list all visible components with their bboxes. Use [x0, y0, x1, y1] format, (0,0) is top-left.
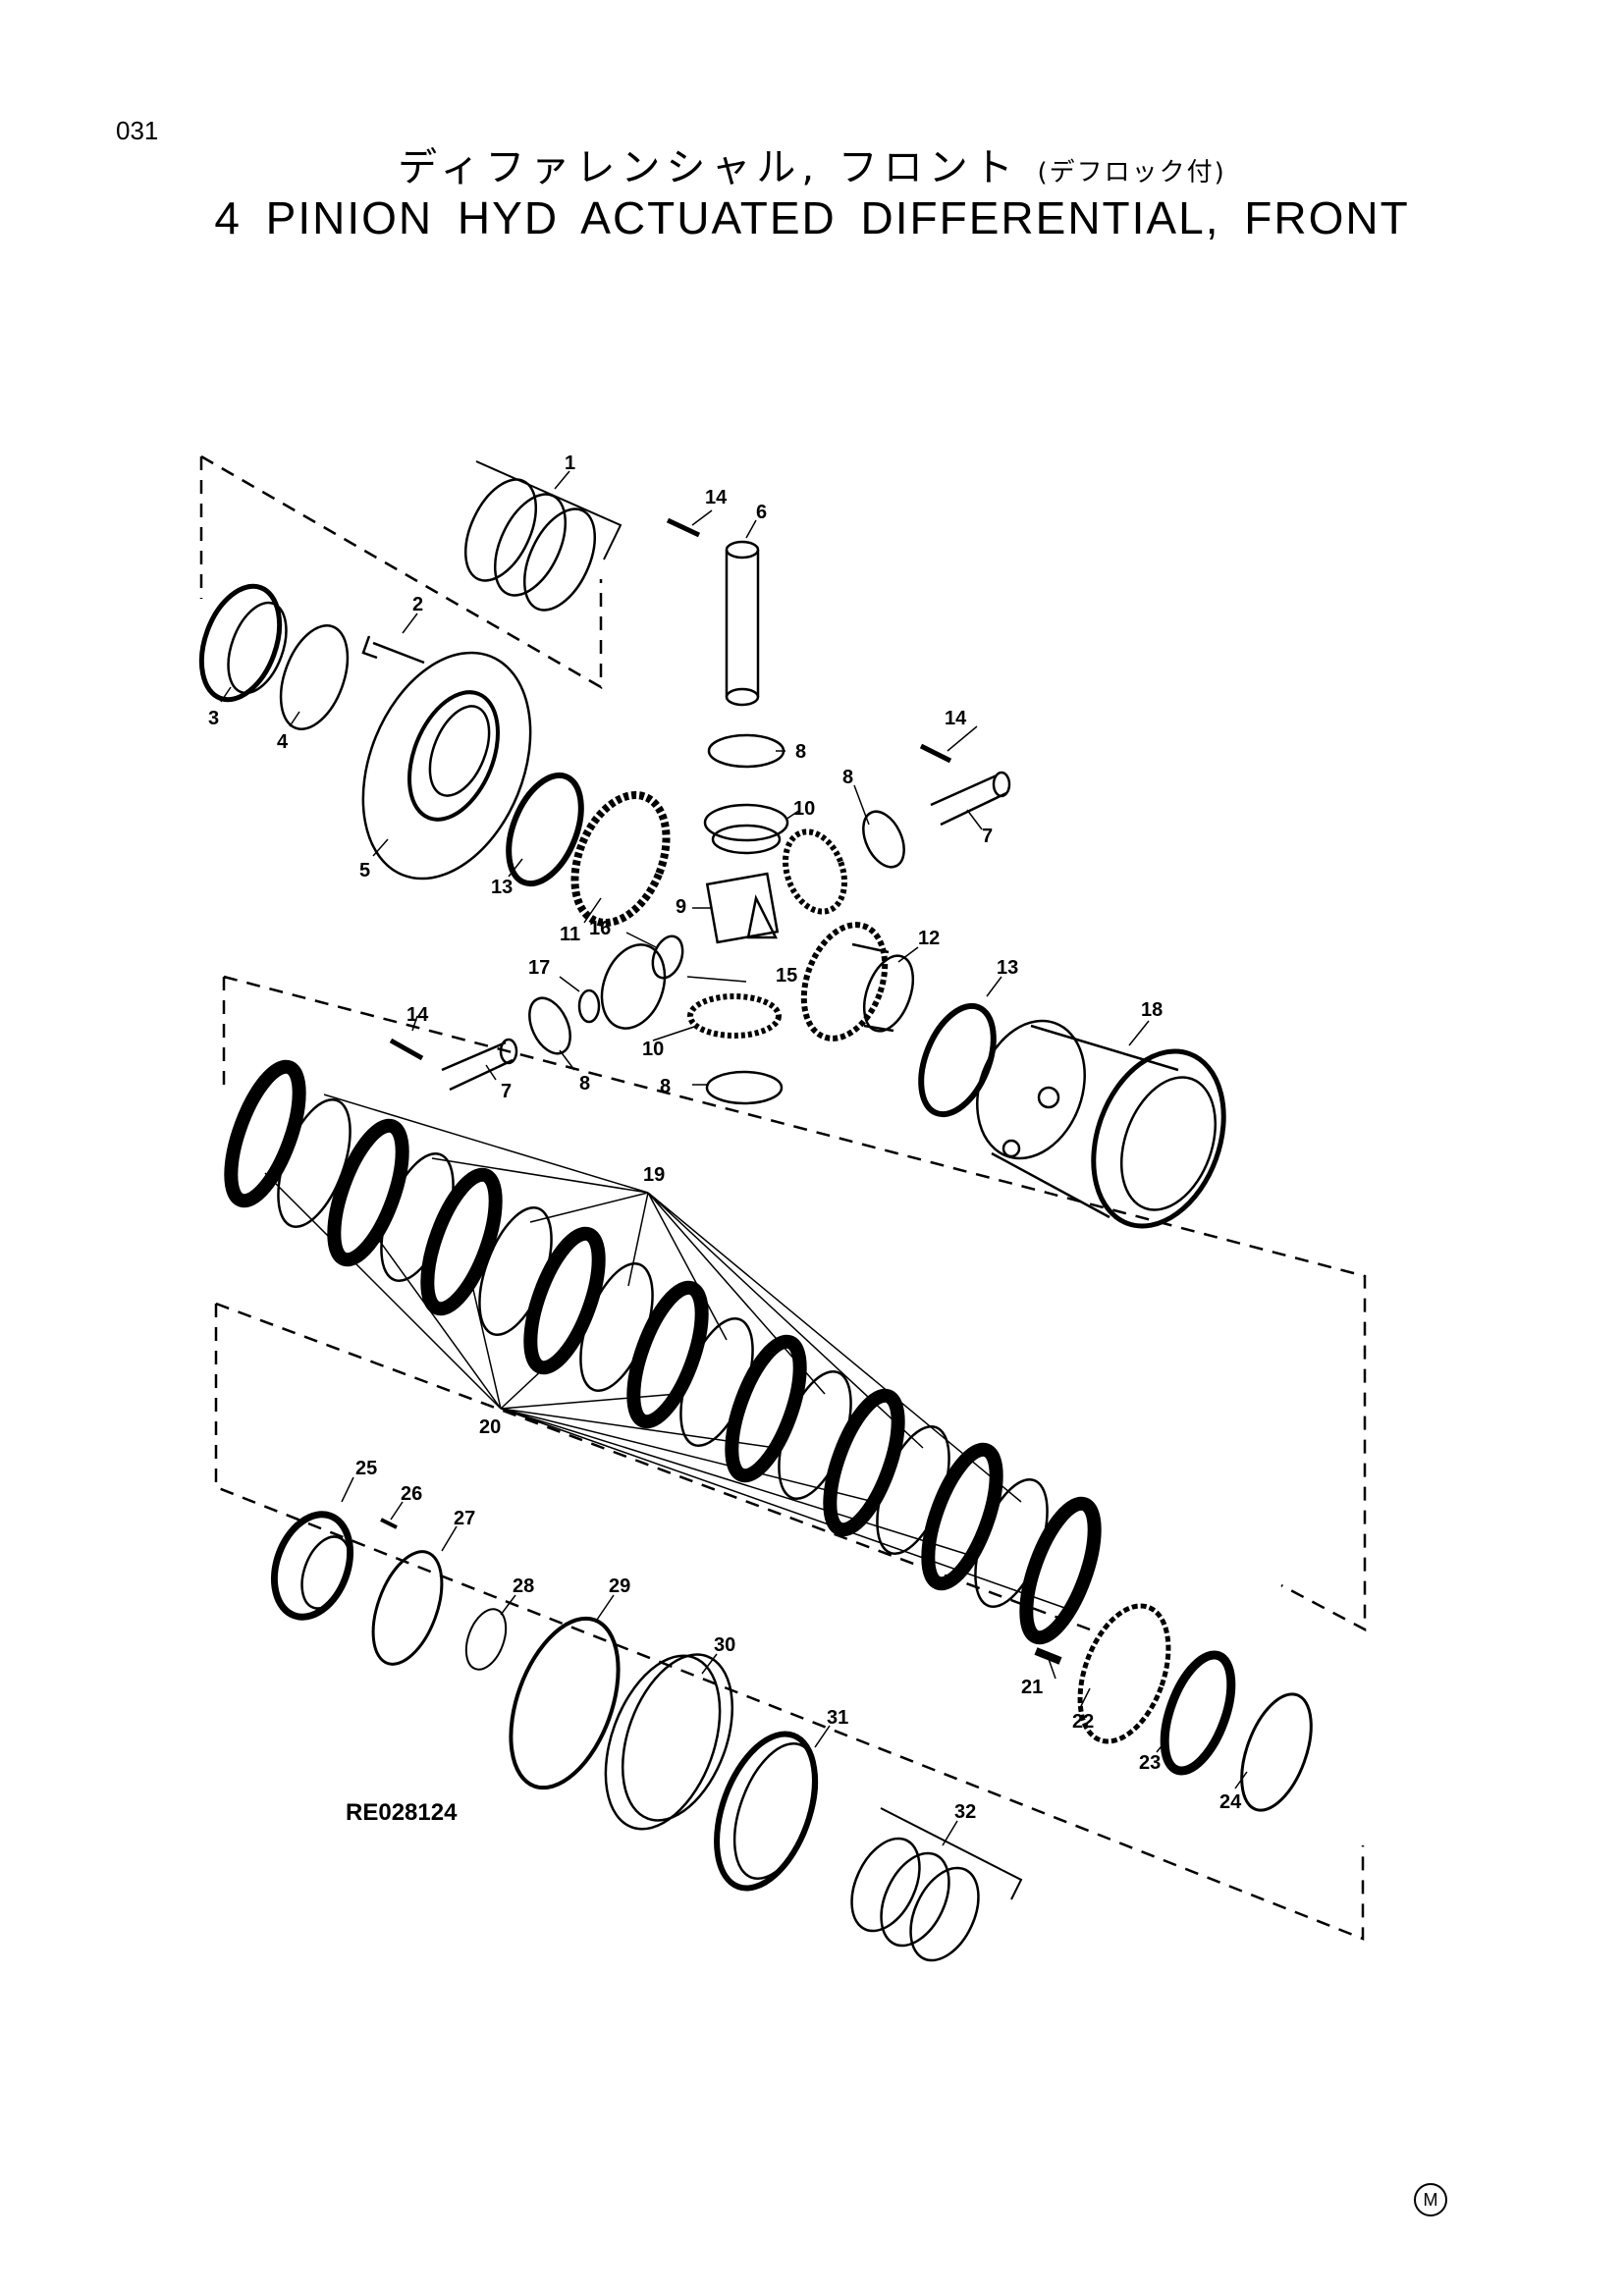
- callout-2: 2: [412, 594, 423, 615]
- part-28-ring: [464, 1608, 508, 1671]
- part-17-ring: [577, 988, 601, 1024]
- callout-11: 11: [560, 924, 580, 945]
- callout-4: 4: [277, 731, 289, 753]
- title-english: 4 PINION HYD ACTUATED DIFFERENTIAL, FRON…: [214, 192, 1410, 243]
- part-7-shaft-b: [441, 1038, 518, 1092]
- part-24-washer: [1240, 1692, 1313, 1812]
- callout-16: 16: [589, 918, 611, 939]
- part-9-spider: [705, 872, 780, 944]
- alignment-guides: [199, 454, 1367, 1941]
- part-4-cone: [279, 624, 350, 730]
- callout-29: 29: [609, 1575, 630, 1597]
- title-jp-note: (デフロック付): [1037, 158, 1226, 187]
- part-10-pinion-a: [703, 803, 789, 855]
- callout-23: 23: [1139, 1752, 1161, 1774]
- callout-25: 25: [355, 1458, 377, 1479]
- part-18-housing: [976, 1019, 1226, 1229]
- part-21-pin: [1034, 1647, 1062, 1665]
- callout-10a: 10: [793, 798, 815, 820]
- part-12-side-gear-hub: [800, 922, 915, 1041]
- part-13-washer-a: [506, 772, 584, 887]
- callout-15: 15: [776, 965, 797, 987]
- part-7-shaft-a: [930, 771, 1011, 827]
- part-5-case-half: [361, 651, 532, 881]
- callout-13b: 13: [997, 957, 1018, 979]
- callout-7b: 7: [501, 1081, 512, 1102]
- callout-8a: 8: [795, 741, 806, 763]
- part-23-disc: [1160, 1650, 1236, 1776]
- callout-21: 21: [1021, 1677, 1043, 1698]
- part-27-ring: [371, 1550, 444, 1666]
- callout-6: 6: [756, 502, 767, 523]
- callout-10b: 10: [642, 1039, 664, 1060]
- part-8-washer-d: [705, 1070, 784, 1105]
- callout-18: 18: [1141, 999, 1163, 1021]
- manufacturer-mark: M: [1414, 2183, 1447, 2216]
- callout-labels: 1 2 3 4 5 6 7 7 8 8 8 8 9 10 10 11 12 13…: [208, 453, 1242, 1823]
- part-8-washer-a: [707, 733, 785, 769]
- part-30-ring: [604, 1653, 734, 1831]
- callout-13a: 13: [491, 877, 513, 898]
- callout-7a: 7: [982, 826, 993, 847]
- part-25-piston: [270, 1511, 354, 1621]
- callout-14a: 14: [705, 487, 728, 508]
- callout-3: 3: [208, 708, 219, 729]
- part-26-pin: [380, 1518, 398, 1529]
- part-3-bearing-cup: [198, 583, 288, 703]
- page-number: 031: [116, 116, 159, 145]
- callout-30: 30: [714, 1634, 735, 1656]
- title-japanese: ディファレンシャル, フロント (デフロック付): [0, 135, 1624, 192]
- part-16-washer: [651, 934, 684, 980]
- callout-8b: 8: [842, 767, 853, 788]
- part-6-shaft: [725, 540, 760, 707]
- callout-5: 5: [359, 860, 370, 881]
- part-8-washer-c: [528, 996, 571, 1055]
- part-1-rings: [463, 460, 623, 612]
- part-31-seal: [714, 1731, 819, 1892]
- callout-22: 22: [1072, 1711, 1094, 1733]
- callout-32: 32: [954, 1801, 976, 1823]
- callout-24: 24: [1219, 1791, 1242, 1813]
- callout-12: 12: [918, 928, 940, 949]
- callout-17: 17: [528, 957, 550, 979]
- part-10-gear-left: [600, 943, 667, 1030]
- callout-8c: 8: [579, 1073, 590, 1095]
- part-32-rings: [850, 1807, 1023, 1962]
- callout-31: 31: [827, 1707, 848, 1729]
- callout-8d: 8: [660, 1076, 671, 1097]
- leader-lines: [220, 470, 1248, 1846]
- callout-14c: 14: [406, 1004, 429, 1026]
- part-19-20-clutch-stack: [224, 1059, 1102, 1645]
- callout-27: 27: [454, 1508, 475, 1529]
- part-10-pinion-c: [687, 993, 782, 1039]
- callout-1: 1: [565, 453, 575, 474]
- part-14-pin-c: [389, 1038, 424, 1061]
- figure-reference: RE028124: [346, 1799, 458, 1826]
- callout-28: 28: [513, 1575, 534, 1597]
- part-10-pinion-b: [783, 828, 847, 915]
- part-8-washer-b: [862, 810, 905, 869]
- callout-14b: 14: [945, 708, 967, 729]
- part-14-pin-b: [919, 743, 952, 764]
- callout-9: 9: [676, 896, 686, 918]
- part-2-bolt: [361, 635, 425, 665]
- part-11-side-gear: [570, 791, 671, 927]
- part-22-plate: [1077, 1603, 1171, 1744]
- title-jp-main: ディファレンシャル, フロント: [398, 145, 1019, 190]
- part-29-seal: [509, 1616, 621, 1790]
- part-14-pin-a: [666, 517, 701, 538]
- callout-20: 20: [479, 1416, 501, 1438]
- callout-19: 19: [643, 1164, 665, 1186]
- part-13-washer-b: [918, 1002, 997, 1118]
- callout-26: 26: [401, 1483, 422, 1505]
